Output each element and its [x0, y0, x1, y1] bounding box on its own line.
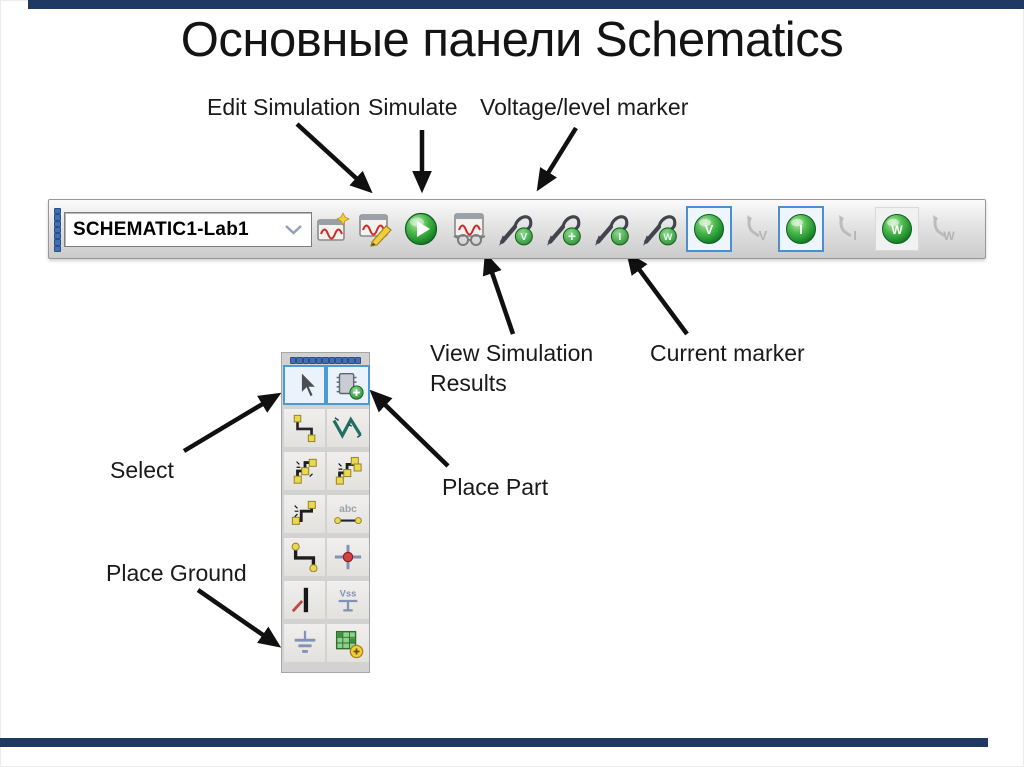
select-arrow-icon	[300, 370, 318, 399]
svg-text:W: W	[891, 223, 903, 237]
power-sphere-icon: W	[882, 214, 912, 244]
run-simulation-icon	[404, 212, 438, 246]
chevron-down-icon[interactable]	[285, 225, 302, 235]
label-select: Select	[110, 457, 174, 483]
tool-palette: abc	[281, 352, 370, 673]
power-marker-button[interactable]: W	[639, 208, 683, 250]
svg-text:+: +	[568, 229, 576, 244]
view-simulation-results-icon	[453, 213, 486, 246]
arrow-edit-simulation	[295, 122, 373, 194]
toolbar-drag-handle[interactable]	[54, 208, 62, 252]
label-simulate: Simulate	[368, 94, 458, 120]
run-pspice-button[interactable]	[402, 208, 440, 250]
select-tool-button[interactable]	[283, 365, 326, 405]
place-bus-icon	[291, 542, 317, 572]
palette-grid: abc	[283, 365, 370, 662]
voltage-level-marker-button[interactable]: V	[495, 208, 539, 250]
svg-text:abc: abc	[339, 504, 357, 515]
place-wire-button[interactable]	[284, 409, 325, 447]
current-marker-button[interactable]: I	[591, 208, 635, 250]
voltage-marker-icon: V	[499, 215, 533, 246]
power-display-off-button[interactable]: W	[923, 208, 961, 250]
palette-drag-handle[interactable]	[290, 357, 361, 365]
svg-text:V: V	[759, 228, 768, 243]
schematic-selector[interactable]: SCHEMATIC1-Lab1	[64, 212, 312, 247]
current-marker-icon: I	[595, 215, 629, 246]
voltage-differential-marker-button[interactable]: +	[543, 208, 587, 250]
differential-marker-icon: +	[547, 215, 581, 246]
svg-text:I: I	[618, 231, 621, 243]
svg-text:Vss: Vss	[340, 588, 357, 598]
new-simulation-profile-icon	[317, 212, 350, 241]
place-part-button[interactable]	[326, 365, 370, 405]
arrow-voltage-marker	[536, 126, 578, 192]
place-net-alias-button[interactable]: abc	[327, 495, 369, 533]
label-view-results-line2: Results	[430, 370, 507, 396]
voltage-display-off-button[interactable]: V	[737, 208, 775, 250]
svg-text:V: V	[520, 231, 527, 243]
svg-text:W: W	[663, 232, 672, 243]
auto-wire-to-bus-icon	[291, 500, 316, 525]
enable-power-display-button[interactable]: W	[875, 207, 919, 251]
place-bus-entry-button[interactable]	[284, 581, 325, 619]
enable-current-display-button[interactable]: I	[778, 206, 824, 252]
label-edit-simulation: Edit Simulation	[207, 94, 361, 120]
edit-simulation-profile-button[interactable]	[357, 208, 395, 250]
label-place-part: Place Part	[442, 474, 549, 500]
place-junction-button[interactable]	[327, 538, 369, 576]
net-alias-icon: abc	[334, 504, 362, 525]
view-simulation-results-button[interactable]	[449, 208, 491, 250]
voltage-display-off-icon: V	[747, 215, 768, 243]
place-part-icon	[336, 372, 364, 400]
place-netgroup-button[interactable]	[327, 409, 369, 447]
auto-wire-two-points-icon	[293, 458, 317, 484]
page-title: Основные панели Schematics	[180, 13, 844, 67]
label-voltage-marker: Voltage/level marker	[480, 94, 689, 120]
place-bus-button[interactable]	[284, 538, 325, 576]
current-display-off-button[interactable]: I	[829, 208, 867, 250]
place-power-button[interactable]: Vss	[327, 581, 369, 619]
power-display-off-icon: W	[933, 215, 955, 243]
label-place-ground: Place Ground	[106, 560, 247, 586]
auto-wire-to-bus-button[interactable]	[284, 495, 325, 533]
power-marker-icon: W	[643, 215, 677, 246]
place-ground-button[interactable]	[284, 624, 325, 662]
new-simulation-profile-button[interactable]	[314, 208, 352, 250]
arrow-place-ground	[196, 588, 282, 648]
place-hierarchical-block-button[interactable]	[327, 624, 369, 662]
svg-text:V: V	[705, 222, 714, 237]
enable-voltage-display-button[interactable]: V	[686, 206, 732, 252]
ground-symbol-icon	[294, 630, 315, 653]
auto-wire-multi-points-button[interactable]	[327, 452, 369, 490]
current-sphere-icon: I	[786, 214, 816, 244]
junction-icon	[334, 544, 362, 570]
schematic-selector-value: SCHEMATIC1-Lab1	[73, 218, 249, 240]
bottom-accent-bar	[0, 738, 988, 747]
label-current-marker: Current marker	[650, 340, 805, 366]
svg-text:I: I	[853, 228, 857, 243]
voltage-sphere-icon: V	[694, 214, 724, 244]
place-wire-icon	[293, 414, 315, 443]
current-display-off-icon: I	[839, 215, 857, 243]
main-toolbar: SCHEMATIC1-Lab1	[48, 199, 986, 259]
netgroup-icon	[332, 416, 362, 439]
label-view-results-line1: View Simulation	[430, 340, 594, 366]
arrow-current-marker	[626, 251, 689, 336]
auto-wire-multi-points-icon	[335, 456, 362, 485]
arrow-place-part	[369, 389, 450, 468]
arrow-select	[182, 392, 282, 453]
arrow-view-results	[482, 252, 516, 335]
auto-wire-two-points-button[interactable]	[284, 452, 325, 490]
top-accent-bar	[28, 0, 1024, 9]
bus-entry-icon	[291, 587, 308, 613]
edit-simulation-profile-icon	[359, 214, 392, 247]
power-symbol-icon: Vss	[338, 588, 358, 612]
svg-text:I: I	[799, 222, 803, 237]
svg-text:W: W	[943, 229, 955, 243]
hierarchical-block-icon	[335, 630, 364, 659]
